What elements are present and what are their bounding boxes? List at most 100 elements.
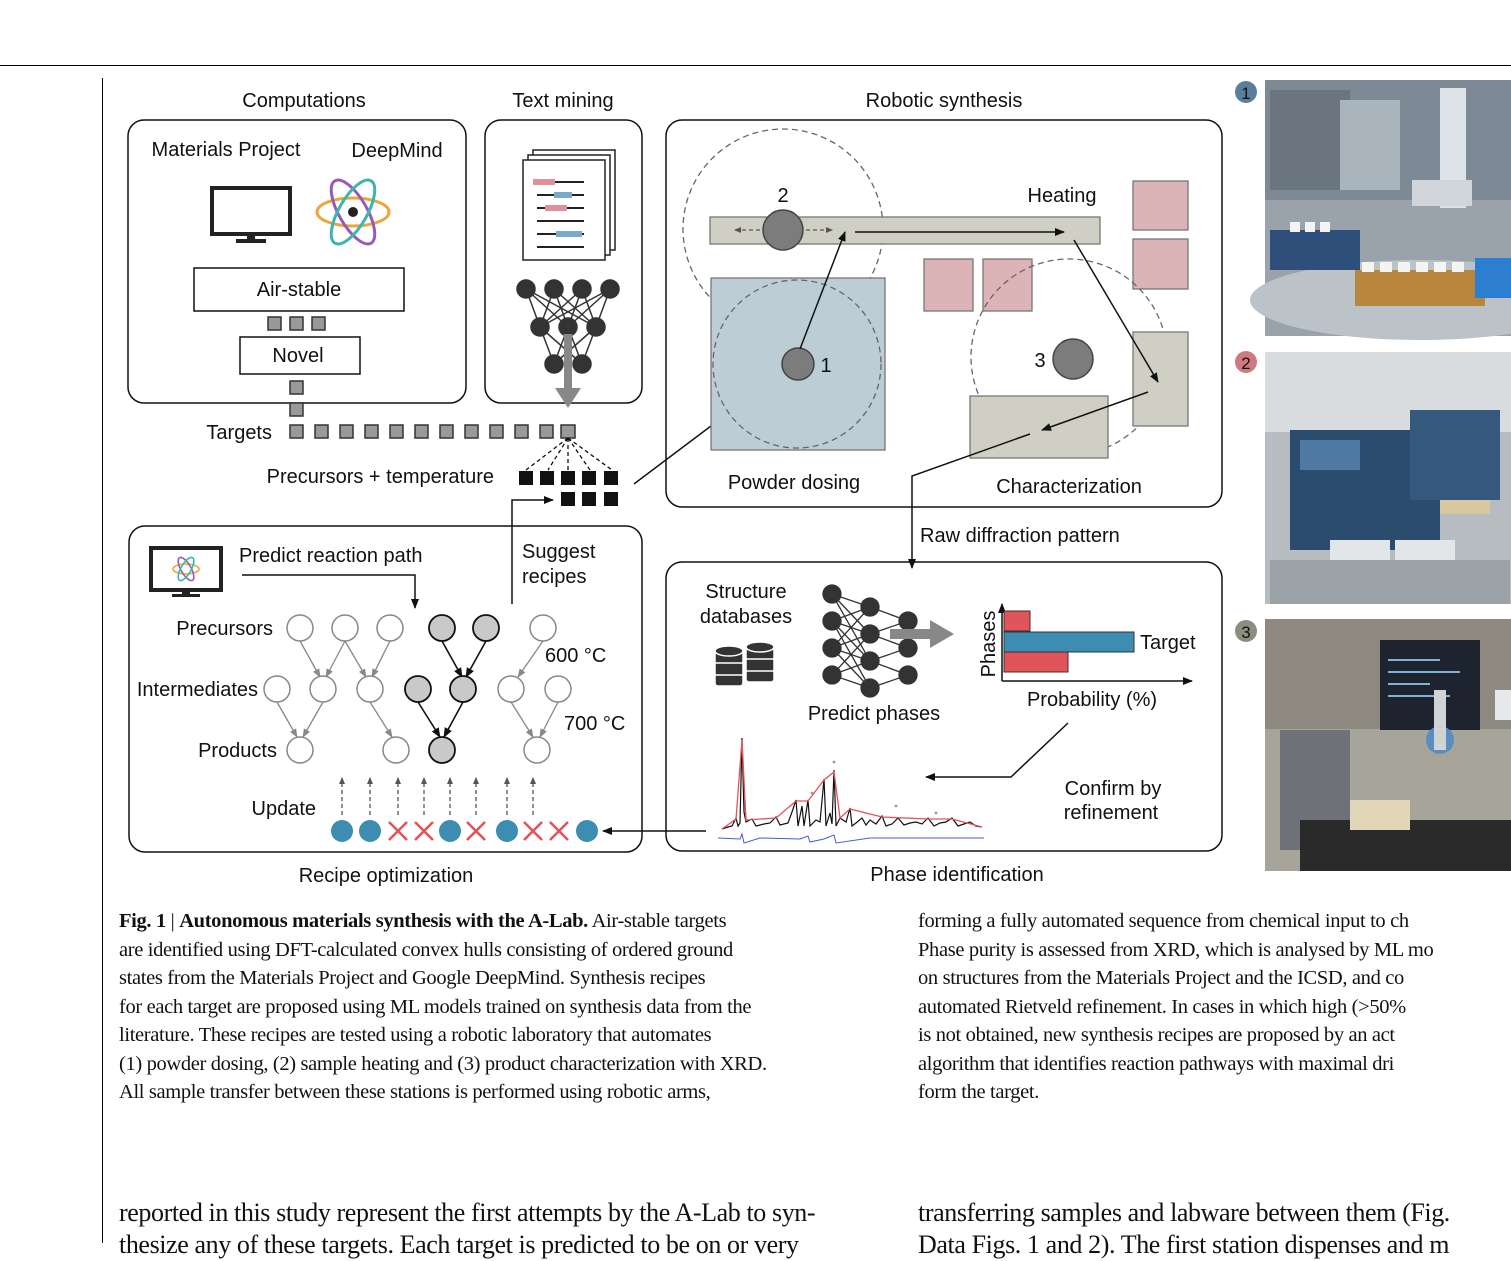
update-arrows <box>339 777 536 815</box>
photo-1-robot-arm <box>1250 80 1511 340</box>
probability-axis-label: Probability (%) <box>1027 689 1157 711</box>
figure-1: Computations Text mining Robotic synthes… <box>127 80 1511 887</box>
reaction-tree-edges-dark <box>417 640 487 738</box>
neural-network-icon <box>516 279 620 374</box>
novel-label: Novel <box>272 345 323 367</box>
outcome-failure <box>466 821 486 841</box>
precursor-fan-lines <box>525 437 613 471</box>
body-line: thesize any of these targets. Each targe… <box>119 1230 799 1259</box>
photo-number-badges: 1 2 3 <box>1235 81 1257 642</box>
outcome-success <box>359 820 381 842</box>
caption-line: forming a fully automated sequence from … <box>918 910 1409 932</box>
products-row-label: Products <box>198 740 277 762</box>
station-1-number: 1 <box>820 355 831 377</box>
text-mining-panel <box>484 119 643 404</box>
monitor-icon <box>210 186 292 243</box>
body-line: Data Figs. 1 and 2). The first station d… <box>918 1230 1450 1259</box>
caption-line: form the target. <box>918 1081 1039 1103</box>
caption-line: are identified using DFT-calculated conv… <box>119 938 733 961</box>
structure-label: Structure <box>705 581 786 603</box>
targets-label: Targets <box>206 422 272 444</box>
section-title-phase-identification: Phase identification <box>870 864 1043 886</box>
body-line: transferring samples and labware between… <box>918 1198 1450 1227</box>
phase-neural-network-icon <box>822 584 918 698</box>
precursors-row-label: Precursors <box>176 618 273 640</box>
predict-phases-label: Predict phases <box>808 703 940 725</box>
phase-probability-chart: Phases Target Probability (%) <box>978 603 1196 711</box>
air-stable-box <box>193 267 405 312</box>
target-squares <box>289 424 576 439</box>
predict-arrow <box>242 574 419 609</box>
temperature-700: 700 °C <box>564 713 625 735</box>
photo-2-furnaces <box>1265 352 1511 604</box>
suggest-label: Suggest <box>522 541 596 563</box>
caption-line: (1) powder dosing, (2) sample heating an… <box>119 1052 767 1075</box>
intermediates-row-label: Intermediates <box>137 679 258 701</box>
reaction-nodes-dark <box>404 614 500 764</box>
phase-bar-target <box>1003 631 1135 653</box>
small-monitor-icon <box>149 546 223 597</box>
robotic-synthesis-panel <box>665 119 1223 508</box>
reaction-nodes-light <box>263 614 572 764</box>
svg-text:2: 2 <box>1241 354 1250 373</box>
body-text-right: transferring samples and labware between… <box>918 1197 1450 1261</box>
suggest-arrow <box>511 496 554 604</box>
atom-icon <box>315 178 391 246</box>
photo-3-characterization-arm <box>1265 619 1511 871</box>
document-stack-icon <box>522 149 616 261</box>
outcome-success <box>439 820 461 842</box>
robot-arm-2 <box>762 209 804 251</box>
svg-text:3: 3 <box>1241 623 1250 642</box>
reaction-tree-edges-grey <box>276 640 559 738</box>
robot-arm-3 <box>1052 338 1094 380</box>
caption-line: Phase purity is assessed from XRD, which… <box>918 938 1434 961</box>
caption-line: algorithm that identifies reaction pathw… <box>918 1052 1394 1075</box>
phases-axis-label: Phases <box>978 611 1000 678</box>
recipe-optimization-panel <box>128 525 643 853</box>
database-icon <box>714 641 775 687</box>
powder-dosing-label: Powder dosing <box>728 472 860 494</box>
outcome-success <box>331 820 353 842</box>
outcome-failure <box>523 821 543 841</box>
robot-arm-1 <box>781 347 815 381</box>
phase-bar-impurity-2 <box>1003 651 1069 673</box>
caption-line: literature. These recipes are tested usi… <box>119 1024 712 1046</box>
xrd-pattern-plot <box>717 737 984 844</box>
precursor-squares <box>519 471 618 506</box>
caption-first-line: Fig. 1 | Autonomous materials synthesis … <box>119 910 727 932</box>
section-title-robotic-synthesis: Robotic synthesis <box>866 90 1023 112</box>
temperature-600: 600 °C <box>545 645 606 667</box>
body-line: reported in this study represent the fir… <box>119 1198 816 1227</box>
header-rule <box>0 65 1511 66</box>
caption-line: automated Rietveld refinement. In cases … <box>918 995 1406 1018</box>
svg-text:1: 1 <box>1241 84 1250 103</box>
air-stable-label: Air-stable <box>257 279 341 301</box>
outcome-failure <box>388 821 408 841</box>
heating-label: Heating <box>1028 185 1097 207</box>
margin-rule <box>102 78 103 1243</box>
outcome-success <box>576 820 598 842</box>
text-mining-output-arrow <box>555 334 581 408</box>
figure-title: Autonomous materials synthesis with the … <box>179 910 588 932</box>
experiment-outcomes <box>331 820 598 842</box>
body-text-left: reported in this study represent the fir… <box>119 1197 816 1261</box>
databases-label: databases <box>700 606 792 628</box>
update-label: Update <box>252 798 317 820</box>
section-title-text-mining: Text mining <box>512 90 613 112</box>
furnaces <box>923 180 1189 312</box>
caption-line: states from the Materials Project and Go… <box>119 967 706 989</box>
novel-squares <box>289 380 304 417</box>
outcome-failure <box>414 821 434 841</box>
figure-label: Fig. 1 <box>119 910 166 932</box>
chart-to-refinement-arrow <box>925 722 1069 781</box>
target-bar-label: Target <box>1140 632 1196 654</box>
caption-line: All sample transfer between these statio… <box>119 1081 711 1103</box>
xrd-station-vertical <box>1132 331 1189 427</box>
outcome-failure <box>549 821 569 841</box>
figure-caption-left: Fig. 1 | Autonomous materials synthesis … <box>119 907 767 1107</box>
precursors-temperature-label: Precursors + temperature <box>267 466 494 488</box>
caption-line: on structures from the Materials Project… <box>918 967 1404 989</box>
caption-line: is not obtained, new synthesis recipes a… <box>918 1024 1395 1046</box>
station-2-number: 2 <box>777 185 788 207</box>
station-3-number: 3 <box>1034 350 1045 372</box>
